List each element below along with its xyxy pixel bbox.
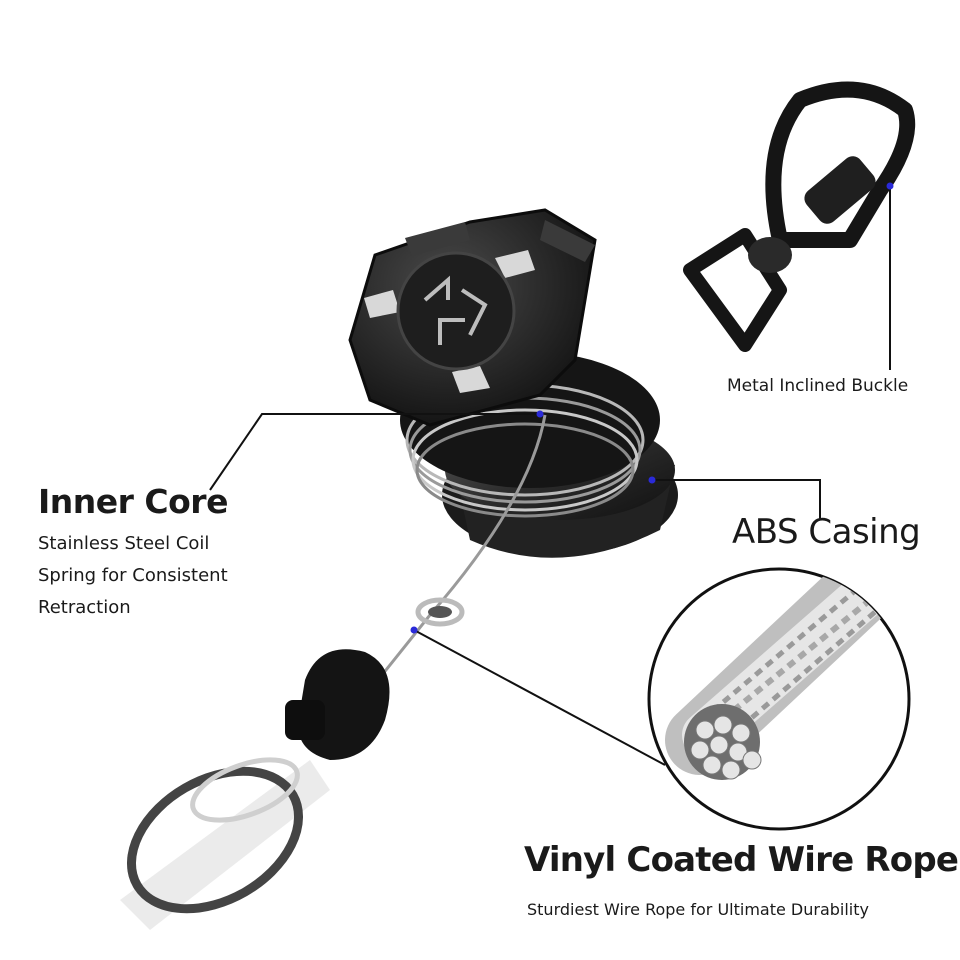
anchor-dots [410, 182, 894, 634]
inner-core-line: Retraction [38, 597, 131, 618]
leader-lines [209, 186, 891, 766]
wire-rope-closeup [647, 567, 911, 831]
cap-accent [452, 366, 490, 393]
abs-casing-anchor [648, 476, 656, 484]
wire-rope-anchor [410, 626, 418, 634]
cap-accent [364, 290, 400, 318]
inner-core-description: Stainless Steel Coil Spring for Consiste… [38, 528, 228, 624]
buckle-title: Metal Inclined Buckle [727, 376, 909, 396]
cap-accent [495, 250, 535, 278]
wire-rope-subtitle: Sturdiest Wire Rope for Ultimate Durabil… [527, 900, 869, 919]
key-ring [126, 757, 304, 914]
inner-core-cap [348, 208, 597, 427]
metal-inclined-buckle [683, 81, 916, 352]
inner-core-title: Inner Core [38, 482, 228, 521]
abs-casing-title: ABS Casing [732, 512, 921, 552]
inner-core-line: Spring for Consistent [38, 565, 228, 586]
buckle-anchor [886, 182, 894, 190]
wire-rope-title: Vinyl Coated Wire Rope [524, 840, 959, 880]
inner-core-leader [209, 413, 540, 491]
wire-rope-leader [413, 629, 666, 766]
inner-core-anchor [536, 410, 544, 418]
brand-logo [423, 275, 488, 345]
abs-casing-leader [652, 479, 821, 520]
inner-core-line: Stainless Steel Coil [38, 533, 210, 554]
eyelet [415, 597, 465, 627]
